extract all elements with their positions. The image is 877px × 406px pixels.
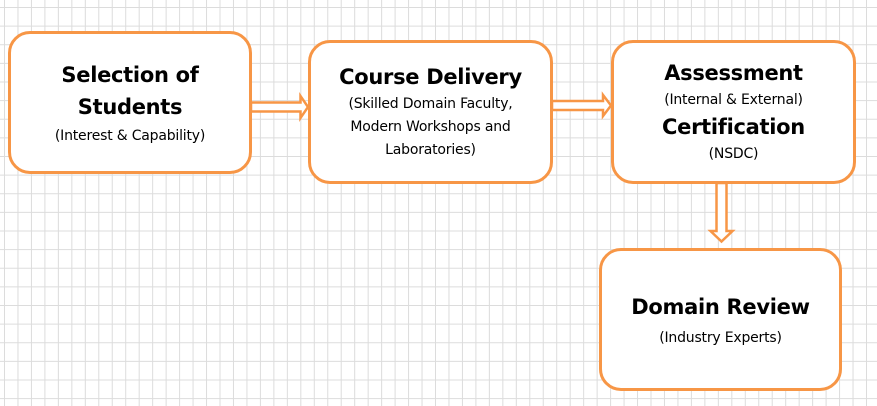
step-assessment-content: Assessment (Internal & External) Certifi… [656, 58, 811, 166]
step-review-content: Domain Review (Industry Experts) [625, 290, 815, 349]
step-review-subtitle: (Industry Experts) [659, 330, 782, 346]
step-selection-subtitle: (Interest & Capability) [54, 127, 206, 144]
step-selection-title-line-1: Selection of [61, 62, 199, 87]
step-review-title: Domain Review [631, 295, 810, 319]
step-delivery-subtitle-line-1: (Skilled Domain Faculty, [348, 96, 513, 112]
step-certification-title: Certification [662, 115, 805, 139]
step-delivery-content: Course Delivery (Skilled Domain Faculty,… [333, 62, 528, 162]
step-certification-subtitle: (NSDC) [708, 146, 759, 162]
step-course-delivery: Course Delivery (Skilled Domain Faculty,… [308, 40, 553, 184]
arrow-selection-to-delivery [249, 91, 310, 123]
arrow-delivery-to-assessment [550, 91, 613, 120]
step-selection-title-line-2: Students [77, 94, 183, 119]
step-selection-of-students: Selection of Students (Interest & Capabi… [8, 31, 252, 174]
step-assessment-subtitle: (Internal & External) [664, 92, 803, 108]
step-delivery-subtitle-line-3: Laboratories) [385, 142, 476, 158]
step-assessment-title: Assessment [664, 61, 803, 85]
step-domain-review: Domain Review (Industry Experts) [599, 248, 842, 391]
arrow-assessment-to-review [707, 181, 736, 244]
step-delivery-subtitle-line-2: Modern Workshops and [350, 119, 511, 135]
step-selection-content: Selection of Students (Interest & Capabi… [49, 59, 211, 147]
step-delivery-title: Course Delivery [339, 65, 522, 89]
step-assessment-certification: Assessment (Internal & External) Certifi… [611, 40, 856, 184]
